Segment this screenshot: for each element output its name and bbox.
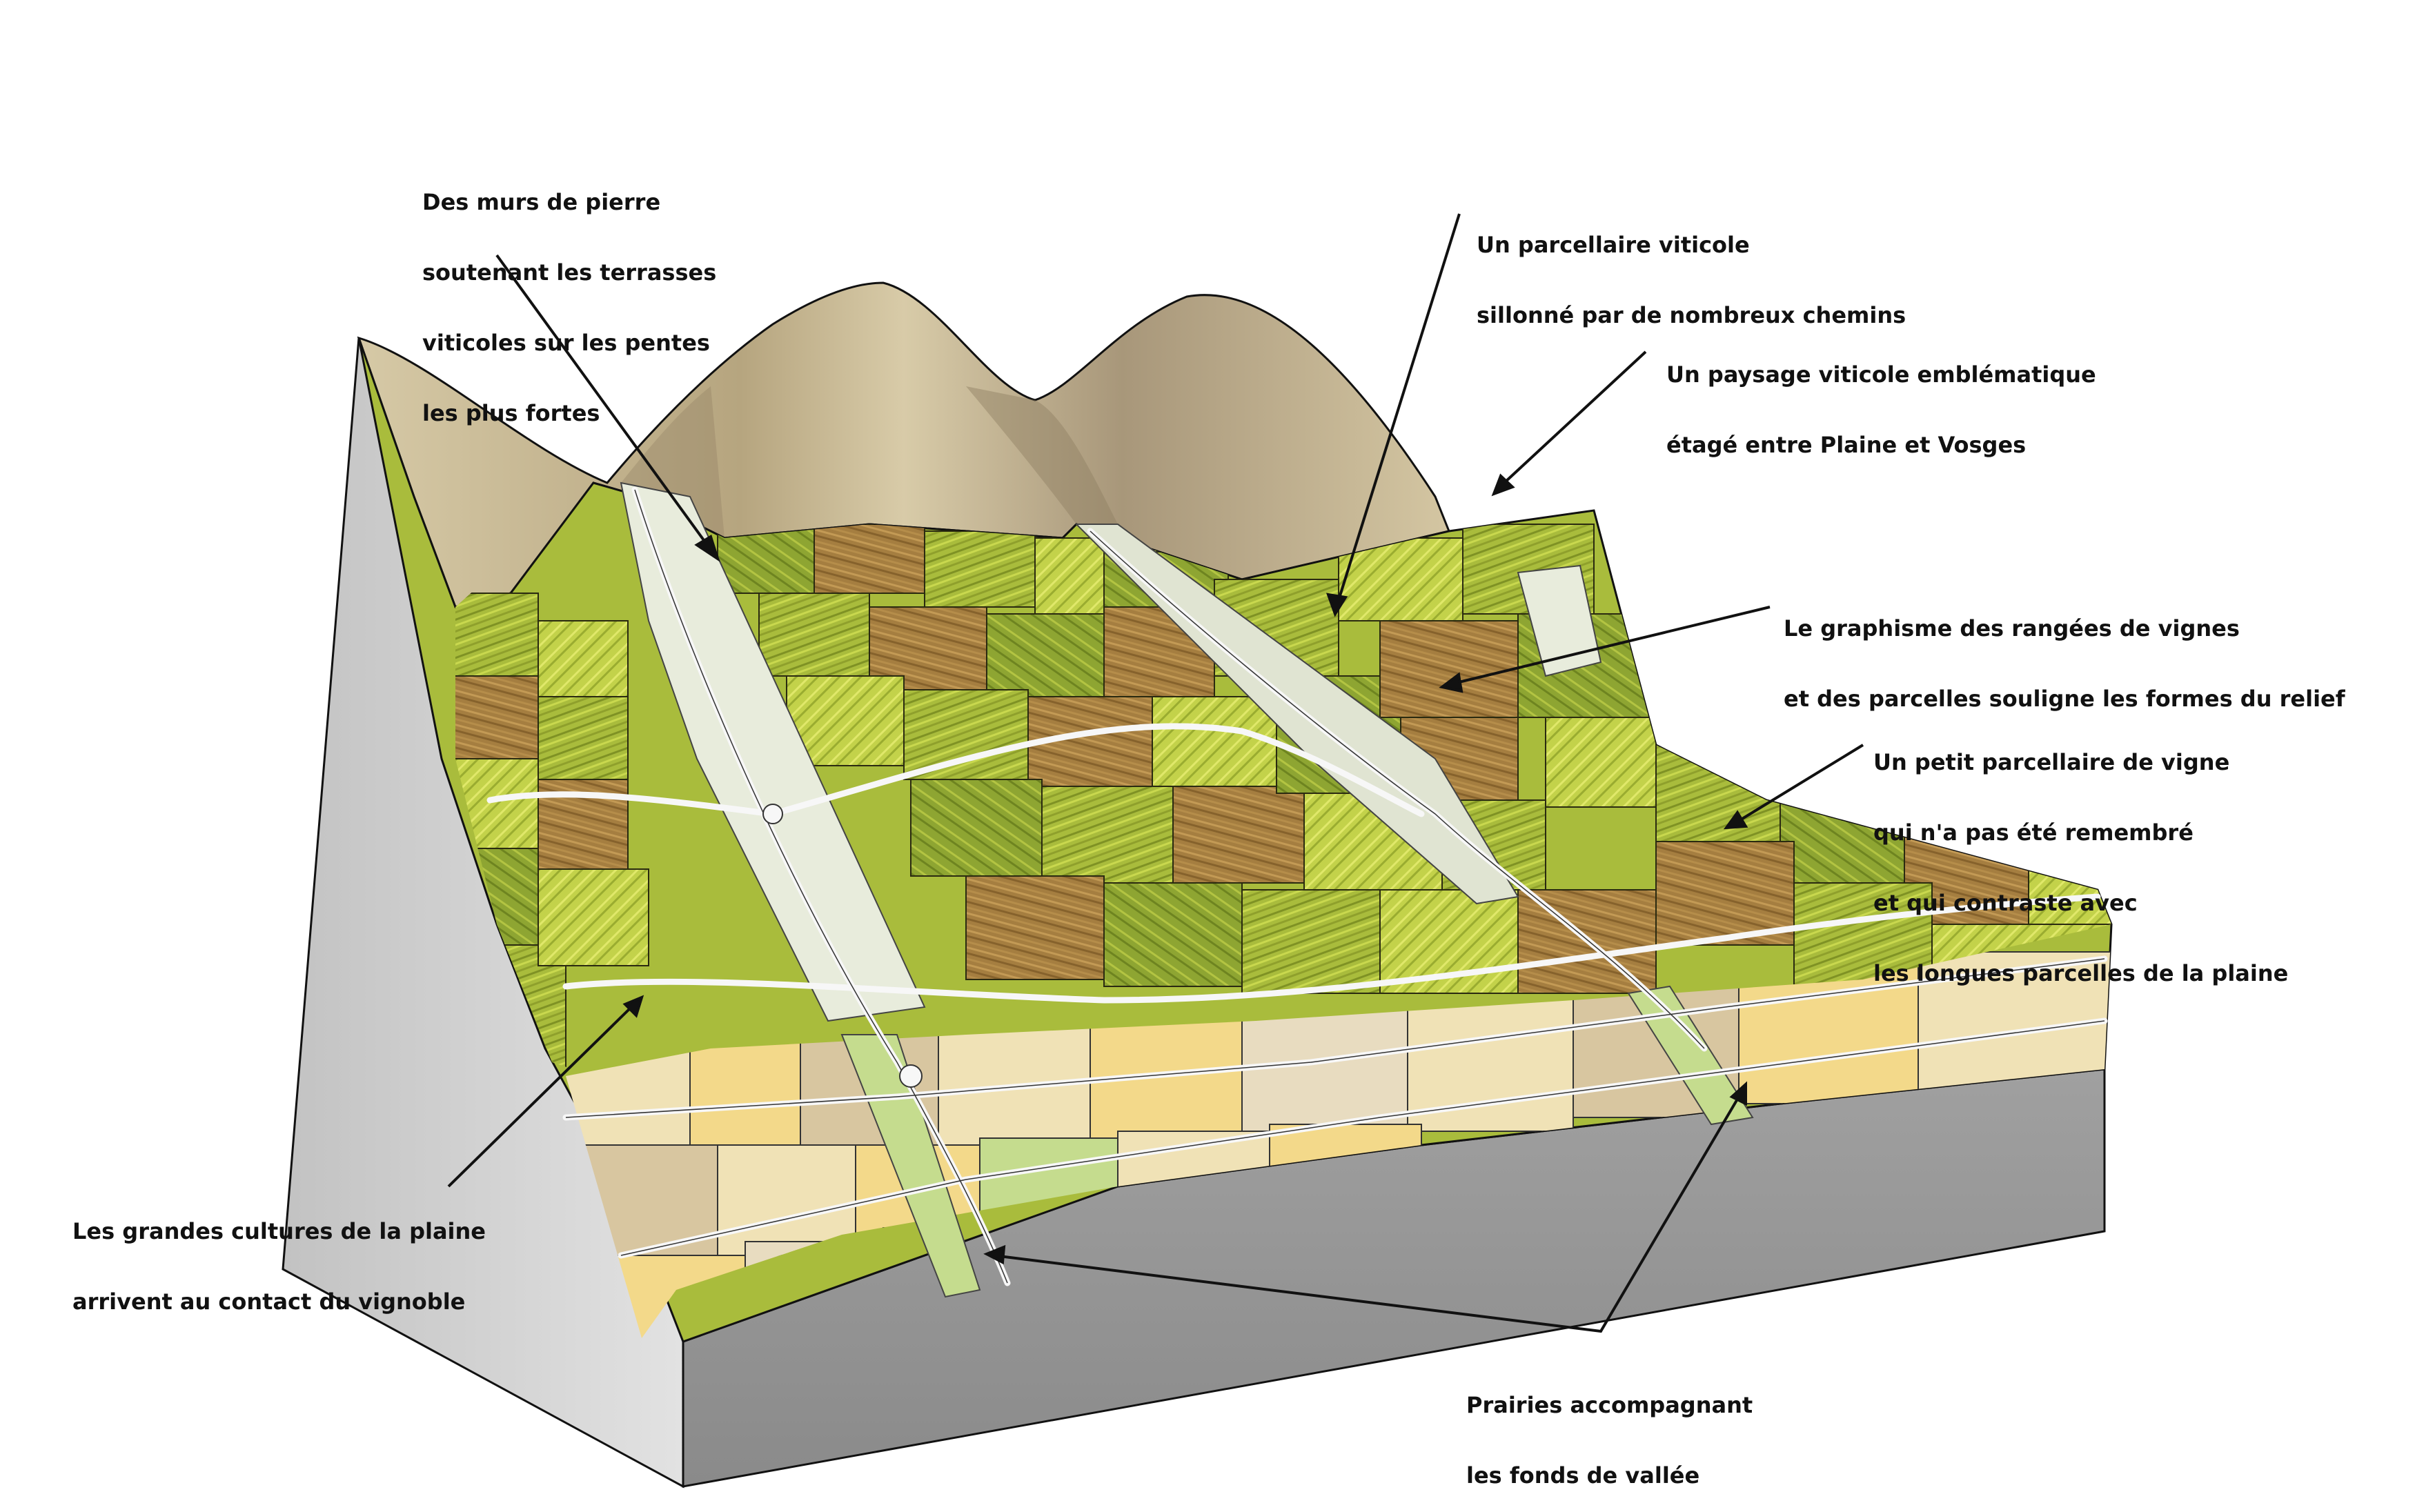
arrowhead [622,995,644,1018]
road-outlines [565,489,2105,1284]
arrowhead [1491,473,1515,497]
valley-meadow-right [1627,985,1754,1126]
vosges-mountains [357,281,1451,608]
arrowhead [694,534,720,562]
mountain-ridge-shadow [966,386,1118,524]
arrowhead [1439,672,1463,693]
annotation-stone-walls: Des murs de pierre soutenant les terrass… [422,189,717,426]
roundabout [899,1064,923,1088]
arrowhead [1325,593,1348,617]
roundabout [762,804,783,824]
arrowhead [983,1244,1006,1265]
leader-vine-parcels [1337,213,1461,601]
leader-field-crops [447,1006,633,1188]
annotation-emblematic-landscape: Un paysage viticole emblématique étagé e… [1666,361,2096,458]
annotation-vine-rows-graphics: Le graphisme des rangées de vignes et de… [1784,615,2345,712]
leader-emblematic [1503,350,1647,484]
annotation-vine-parcels-paths: Un parcellaire viticole sillonné par de … [1477,232,1906,328]
mountain-ridge-shadow [621,386,724,538]
village-top-right [1517,564,1602,677]
leader-meadows [993,1095,1740,1333]
arrowhead [1729,1081,1747,1106]
village-left [620,481,926,1022]
arrowhead [1723,810,1748,830]
annotation-field-crops: Les grandes cultures de la plaine arrive… [72,1218,486,1315]
annotation-small-parcels: Un petit parcellaire de vigne qui n'a pa… [1873,749,2289,986]
annotation-meadows: Prairies accompagnant les fonds de vallé… [1466,1392,1753,1489]
leader-vine-rows [1455,606,1771,684]
leader-lines [447,213,1864,1333]
leader-small-parcels [1737,744,1864,822]
leader-stone-walls [495,254,709,546]
